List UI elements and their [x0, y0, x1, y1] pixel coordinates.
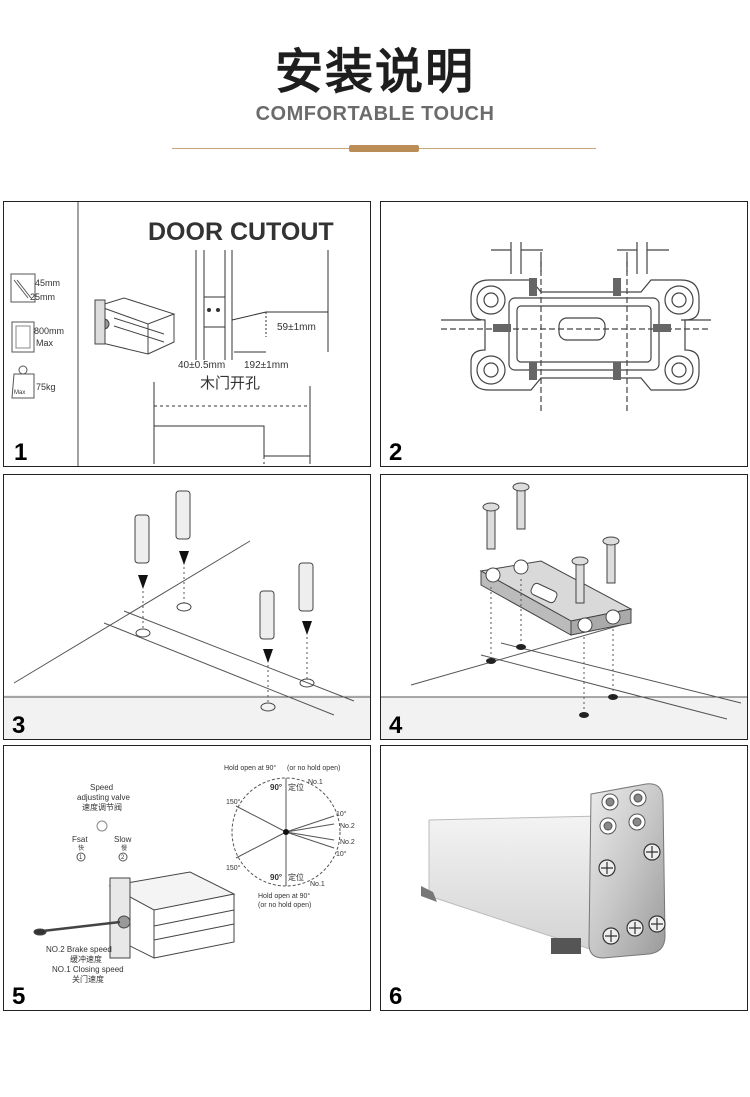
angle-90-bottom: 90° — [270, 873, 282, 882]
valve-label-en-1: Speed — [90, 783, 113, 792]
door-cutout-heading: DOOR CUTOUT — [148, 218, 334, 246]
valve-label-zh: 速度调节阀 — [82, 802, 122, 812]
door-cutout-diagram: DOOR CUTOUT 45mm 25mm 800mm Max 75kg Max — [10, 202, 334, 466]
hold-bottom-label: Hold open at 90° — [258, 892, 310, 900]
mounting-plate-diagram: 2 — [389, 242, 711, 466]
hold-position-top: 定位 — [288, 782, 304, 792]
fast-label: Fsat — [72, 835, 88, 844]
spec-width-max: Max — [36, 338, 54, 348]
panel-1-number: 1 — [14, 439, 27, 466]
valve-label-en-2: adjusting valve — [77, 793, 130, 802]
dim-length: 192±1mm — [244, 360, 288, 371]
plate-holes — [599, 789, 647, 835]
panel-screw-plate: 4 — [380, 474, 748, 740]
brake-speed-zh: 缓冲速度 — [70, 954, 102, 964]
dim-depth: 59±1mm — [277, 322, 316, 333]
page-title: 安装说明 — [274, 44, 475, 100]
hold-bottom-sub: (or no hold open) — [258, 902, 311, 909]
installed-closer-diagram: 6 — [389, 783, 666, 1010]
hold-top-label: Hold open at 90° — [224, 764, 276, 772]
hold-top-sub: (or no hold open) — [287, 765, 340, 772]
spec-depth: 25mm — [30, 292, 55, 302]
no2-top: No.2 — [340, 823, 355, 830]
divider-accent — [349, 145, 419, 152]
slow-label: Slow — [114, 835, 132, 844]
spec-weight: 75kg — [36, 382, 56, 392]
hold-position-bottom: 定位 — [288, 872, 304, 882]
panel-door-cutout: DOOR CUTOUT 45mm 25mm 800mm Max 75kg Max — [3, 201, 371, 467]
dim-width: 40±0.5mm — [178, 360, 225, 371]
closing-speed-zh: 关门速度 — [72, 974, 104, 984]
closer-3d-sketch — [33, 871, 236, 959]
panel-speed-adjustment: Speed adjusting valve 速度调节阀 Fsat 快 1 Slo… — [3, 745, 371, 1011]
angle-150-bottom: 150° — [226, 864, 241, 872]
spec-width: 800mm — [34, 326, 64, 336]
panel-installed-closer: 6 — [380, 745, 748, 1011]
angle-150-top: 150° — [226, 798, 241, 806]
no2-bottom: No.2 — [340, 839, 355, 846]
speed-adjustment-diagram: Speed adjusting valve 速度调节阀 Fsat 快 1 Slo… — [12, 764, 355, 1010]
panel-4-number: 4 — [389, 712, 403, 739]
fast-number: 1 — [79, 855, 83, 861]
panel-insert-anchors: 3 — [3, 474, 371, 740]
angle-90-top: 90° — [270, 783, 282, 792]
closer-body-sketch — [94, 297, 176, 355]
panel-mounting-plate-top: 2 — [380, 201, 748, 467]
fast-label-zh: 快 — [78, 844, 84, 852]
angle-10-bottom: 10° — [336, 850, 347, 858]
page-subtitle: COMFORTABLE TOUCH — [255, 103, 495, 125]
mounting-plate-3d — [479, 559, 633, 636]
anchor-insertion-diagram: 3 — [4, 490, 370, 739]
spec-weight-max: Max — [14, 390, 25, 396]
angle-10-top: 10° — [336, 810, 347, 818]
panel-3-number: 3 — [12, 712, 25, 739]
slow-label-zh: 慢 — [121, 844, 127, 852]
panel-2-number: 2 — [389, 439, 402, 466]
panel-5-number: 5 — [12, 983, 25, 1010]
plate-screws — [598, 843, 666, 945]
no1-top: No.1 — [308, 779, 323, 786]
panel-6-number: 6 — [389, 983, 402, 1010]
no1-bottom: No.1 — [310, 881, 325, 888]
wood-door-caption: 木门开孔 — [200, 375, 260, 392]
slow-number: 2 — [121, 855, 125, 861]
brake-speed-label: NO.2 Brake speed — [46, 945, 112, 954]
spec-thickness: 45mm — [35, 278, 60, 288]
plate-screws-diagram: 4 — [381, 482, 747, 739]
closing-speed-label: NO.1 Closing speed — [52, 965, 124, 974]
